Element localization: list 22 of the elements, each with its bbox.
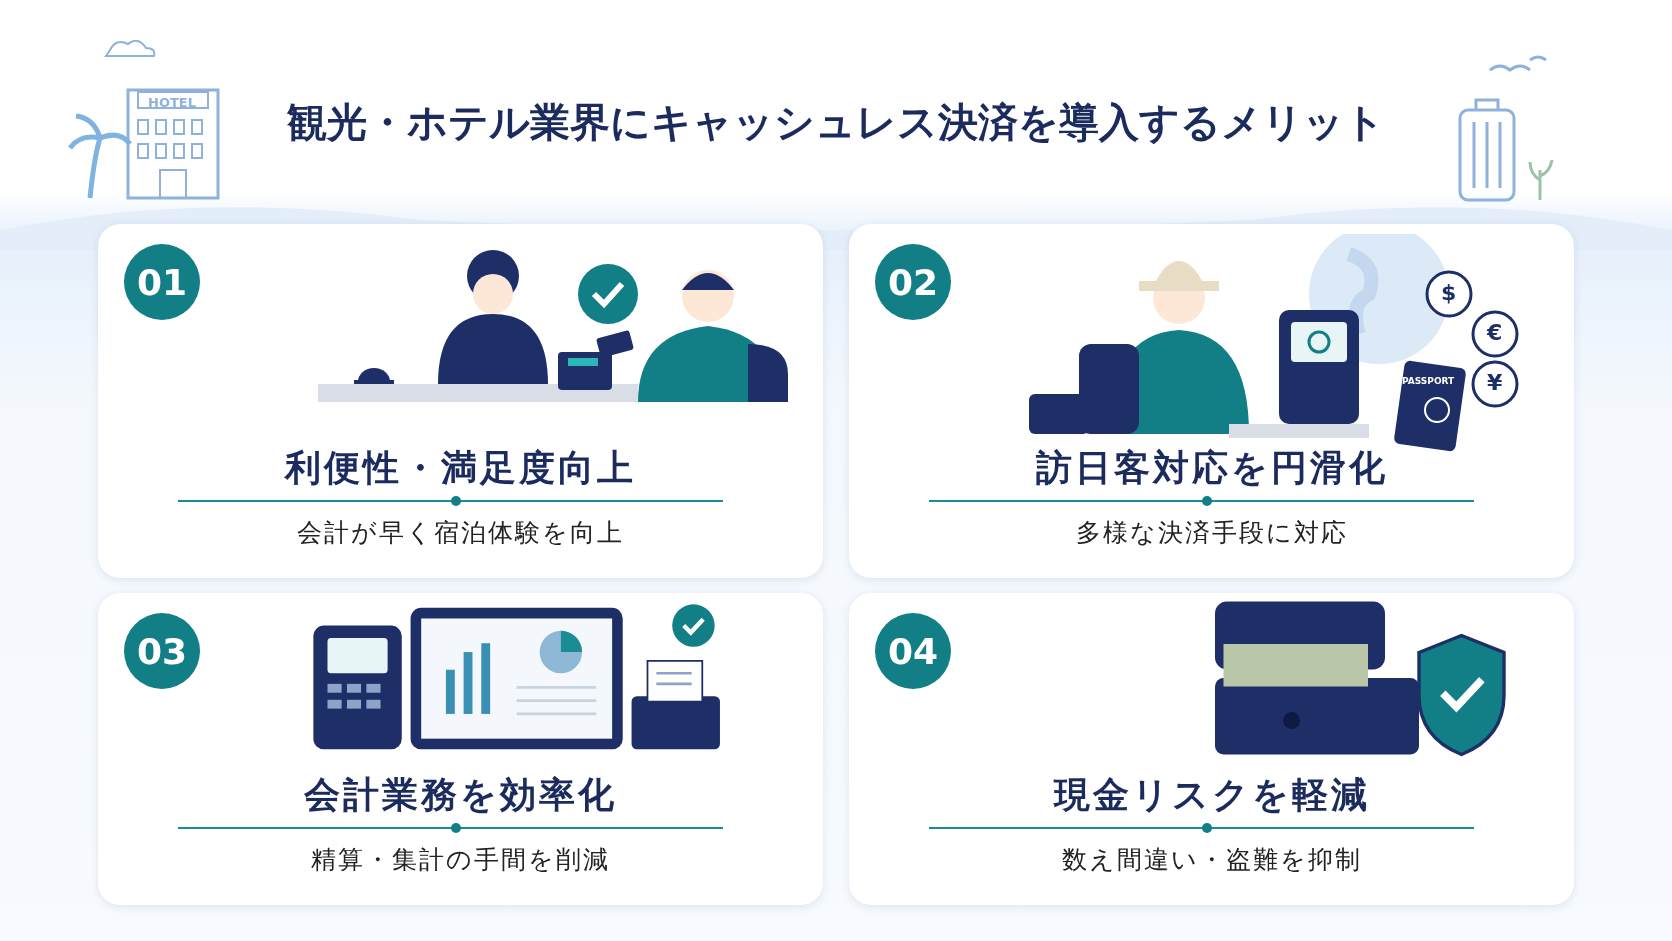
card-heading: 訪日客対応を円滑化: [1034, 446, 1389, 490]
title: 観光・ホテル業界にキャッシュレス決済を導入するメリット: [286, 98, 1386, 147]
benefit-card: [98, 593, 823, 905]
passport-text: PASSPORT: [1402, 377, 1455, 386]
benefit-card: [849, 224, 1574, 578]
benefit-card: [849, 593, 1574, 905]
benefit-card: [98, 224, 823, 578]
currency-symbol: $: [1441, 282, 1457, 304]
currency-symbol: ¥: [1487, 372, 1503, 394]
card-heading: 利便性・満足度向上: [283, 446, 637, 490]
sign-text: HOTEL: [148, 96, 196, 109]
card-heading: 会計業務を効率化: [303, 773, 618, 817]
card-heading: 現金リスクを軽減: [1052, 773, 1371, 817]
card-description: 精算・集計の手間を削減: [310, 844, 611, 876]
number-badge: 03: [124, 613, 200, 689]
number-badge: 02: [875, 244, 951, 320]
currency-symbol: €: [1487, 322, 1503, 344]
number-badge: 01: [124, 244, 200, 320]
card-description: 多様な決済手段に対応: [1074, 517, 1349, 549]
card-description: 数え間違い・盗難を抑制: [1060, 844, 1363, 876]
number-badge: 04: [875, 613, 951, 689]
card-description: 会計が早く宿泊体験を向上: [296, 517, 625, 549]
